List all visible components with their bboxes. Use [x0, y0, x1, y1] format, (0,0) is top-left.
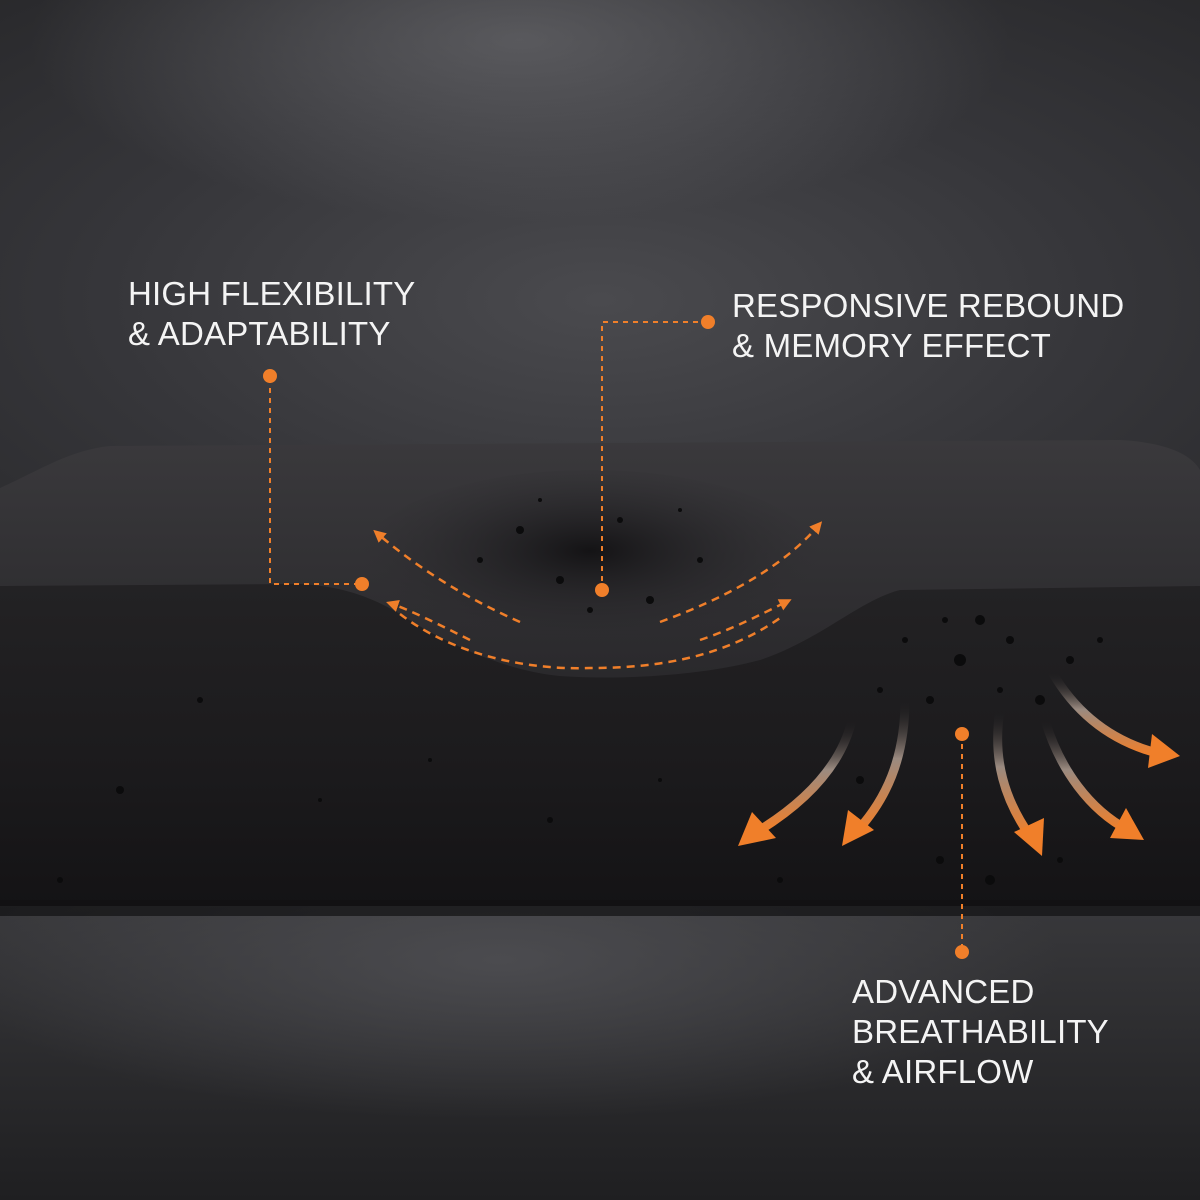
curved-arrow-icon — [373, 529, 521, 624]
callout-dot-icon — [955, 945, 969, 959]
curved-arrow-icon — [399, 613, 781, 670]
callout-lines — [269, 321, 963, 950]
pillow-shadow — [0, 900, 1200, 916]
floor-surface — [0, 880, 1200, 1200]
airflow-arrowheads — [738, 734, 1180, 856]
airflow-arrow-icon — [755, 715, 857, 835]
airflow-arrow-icon — [1040, 715, 1133, 835]
label-flexibility: HIGH FLEXIBILITY & ADAPTABILITY — [128, 274, 415, 354]
label-rebound-line2: & MEMORY EFFECT — [732, 327, 1051, 364]
airflow-arrow-icon — [1014, 818, 1044, 856]
curved-arrow-icon — [386, 600, 471, 642]
pillow-front — [0, 584, 1200, 906]
rebound-leader — [601, 321, 708, 588]
airflow-arrow-icon — [738, 812, 776, 846]
airflow-arrow-icon — [1148, 734, 1180, 768]
label-flexibility-line1: HIGH FLEXIBILITY — [128, 275, 416, 312]
airflow-arrow-icon — [1047, 667, 1170, 760]
callout-dot-icon — [701, 315, 715, 329]
airflow-arrow-icon — [842, 810, 874, 846]
callout-dots — [263, 315, 969, 959]
callout-dot-icon — [355, 577, 369, 591]
label-airflow-line2: BREATHABILITY — [852, 1013, 1109, 1050]
callout-dot-icon — [955, 727, 969, 741]
label-airflow: ADVANCED BREATHABILITY & AIRFLOW — [852, 972, 1109, 1092]
label-rebound: RESPONSIVE REBOUND & MEMORY EFFECT — [732, 286, 1124, 366]
airflow-arrow-icon — [993, 705, 1035, 841]
airflow-arrow-icon — [853, 695, 910, 835]
airflow-arrow-icon — [1110, 808, 1144, 840]
label-rebound-line1: RESPONSIVE REBOUND — [732, 287, 1125, 324]
label-airflow-line3: & AIRFLOW — [852, 1053, 1034, 1090]
foam-pores — [57, 498, 1133, 885]
callout-dot-icon — [595, 583, 609, 597]
callout-dot-icon — [263, 369, 277, 383]
label-airflow-line1: ADVANCED — [852, 973, 1035, 1010]
airflow-arrows — [755, 667, 1170, 841]
pillow-dip — [360, 470, 820, 650]
flex-arrows — [373, 521, 823, 670]
curved-arrow-icon — [699, 599, 792, 642]
label-flexibility-line2: & ADAPTABILITY — [128, 315, 391, 352]
